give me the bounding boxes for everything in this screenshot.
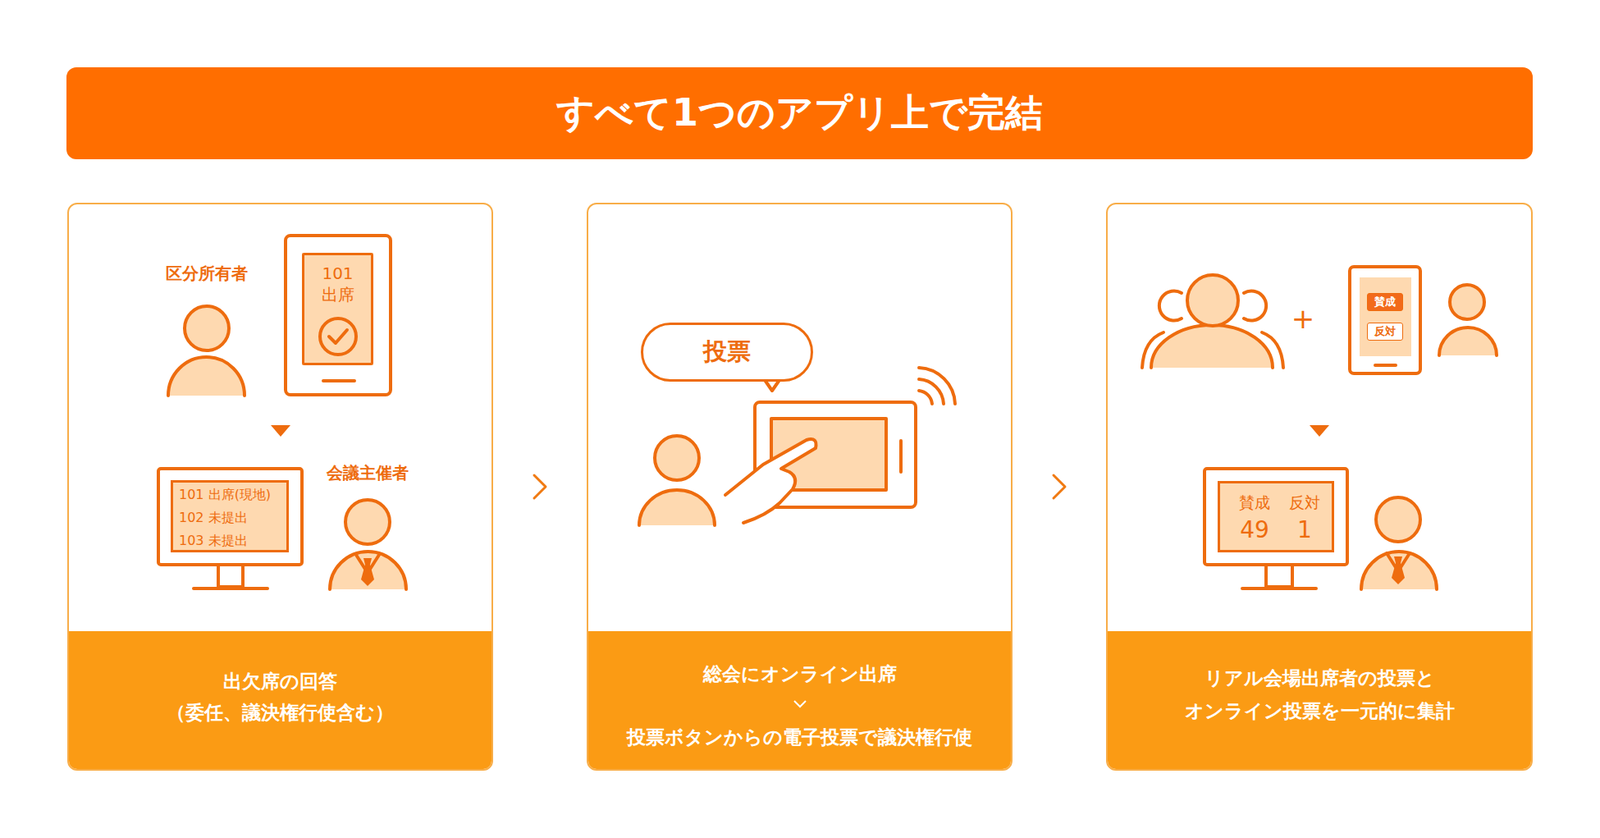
voter-person (639, 435, 715, 526)
vote-button: 反対 (1366, 322, 1404, 341)
role-label: 会議主催者 (326, 463, 409, 482)
down-triangle (1309, 425, 1330, 437)
node-text: 出席 (321, 283, 355, 306)
flow-chevron (534, 475, 546, 499)
caption-text: （委任、議決権行使含む） (68, 699, 492, 726)
owner-phone (285, 235, 391, 395)
caption-text: 総会にオンライン出席 (588, 660, 1011, 687)
node-text: 49 (1239, 517, 1270, 544)
node-text: 反対 (1289, 493, 1321, 512)
online-person (1439, 284, 1497, 356)
role-label: 区分所有者 (165, 264, 248, 283)
organizer-monitor (158, 468, 302, 589)
plus-sign: + (1291, 303, 1316, 334)
node-text: 102 未提出 (178, 506, 248, 530)
organizer-person (1361, 497, 1437, 590)
caption-text: 投票ボタンからの電子投票で議決権行使 (588, 723, 1011, 750)
node-text: 賛成 (1238, 493, 1271, 512)
caption-band: リアル会場出席者の投票とオンライン投票を一元的に集計 (1107, 630, 1532, 769)
caption-text: リアル会場出席者の投票と (1107, 664, 1532, 691)
owner-person (168, 306, 245, 396)
down-chevron (793, 699, 807, 709)
node-text: 101 出席(現地) (178, 483, 271, 507)
caption-text: 出欠席の回答 (68, 667, 492, 695)
monitor-screen: 101 出席(現地)102 未提出103 未提出 (170, 480, 289, 553)
node-text: 1 (1297, 517, 1312, 544)
voting-phone (1349, 266, 1421, 374)
speech-bubble: 投票 (640, 322, 814, 382)
node-text: 101 (321, 262, 353, 284)
result-monitor (1204, 468, 1348, 589)
title-bar: すべて1つのアプリ上で完結 (66, 67, 1533, 160)
venue-people (1142, 274, 1284, 368)
result-screen: 賛成反対 49 1 (1217, 480, 1335, 553)
node-text: 103 未提出 (178, 529, 248, 553)
step-panel: 総会にオンライン出席投票ボタンからの電子投票で議決権行使 投票 (586, 202, 1013, 771)
caption-text: オンライン投票を一元的に集計 (1107, 697, 1532, 724)
node-text: 投票 (703, 335, 751, 369)
organizer-person (329, 499, 407, 590)
phone-screen: 101出席 (301, 252, 374, 366)
wifi-waves (918, 367, 956, 404)
title-text: すべて1つのアプリ上で完結 (556, 87, 1043, 139)
vote-button: 賛成 (1366, 292, 1404, 311)
pointing-hand (725, 438, 817, 523)
step-panel: リアル会場出席者の投票とオンライン投票を一元的に集計賛成反対賛成反対491 (1106, 202, 1533, 771)
down-triangle (270, 425, 291, 437)
caption-band: 総会にオンライン出席投票ボタンからの電子投票で議決権行使 (588, 630, 1011, 769)
node-text: 賛成 (1374, 295, 1396, 309)
step-panel: 出欠席の回答 （委任、議決権行使含む） 101出席 101 出席(現地)102 未提出… (67, 202, 494, 771)
caption-band: 出欠席の回答 （委任、議決権行使含む） (68, 630, 492, 769)
flow-chevron (1053, 475, 1066, 499)
node-text: 反対 (1374, 324, 1396, 339)
